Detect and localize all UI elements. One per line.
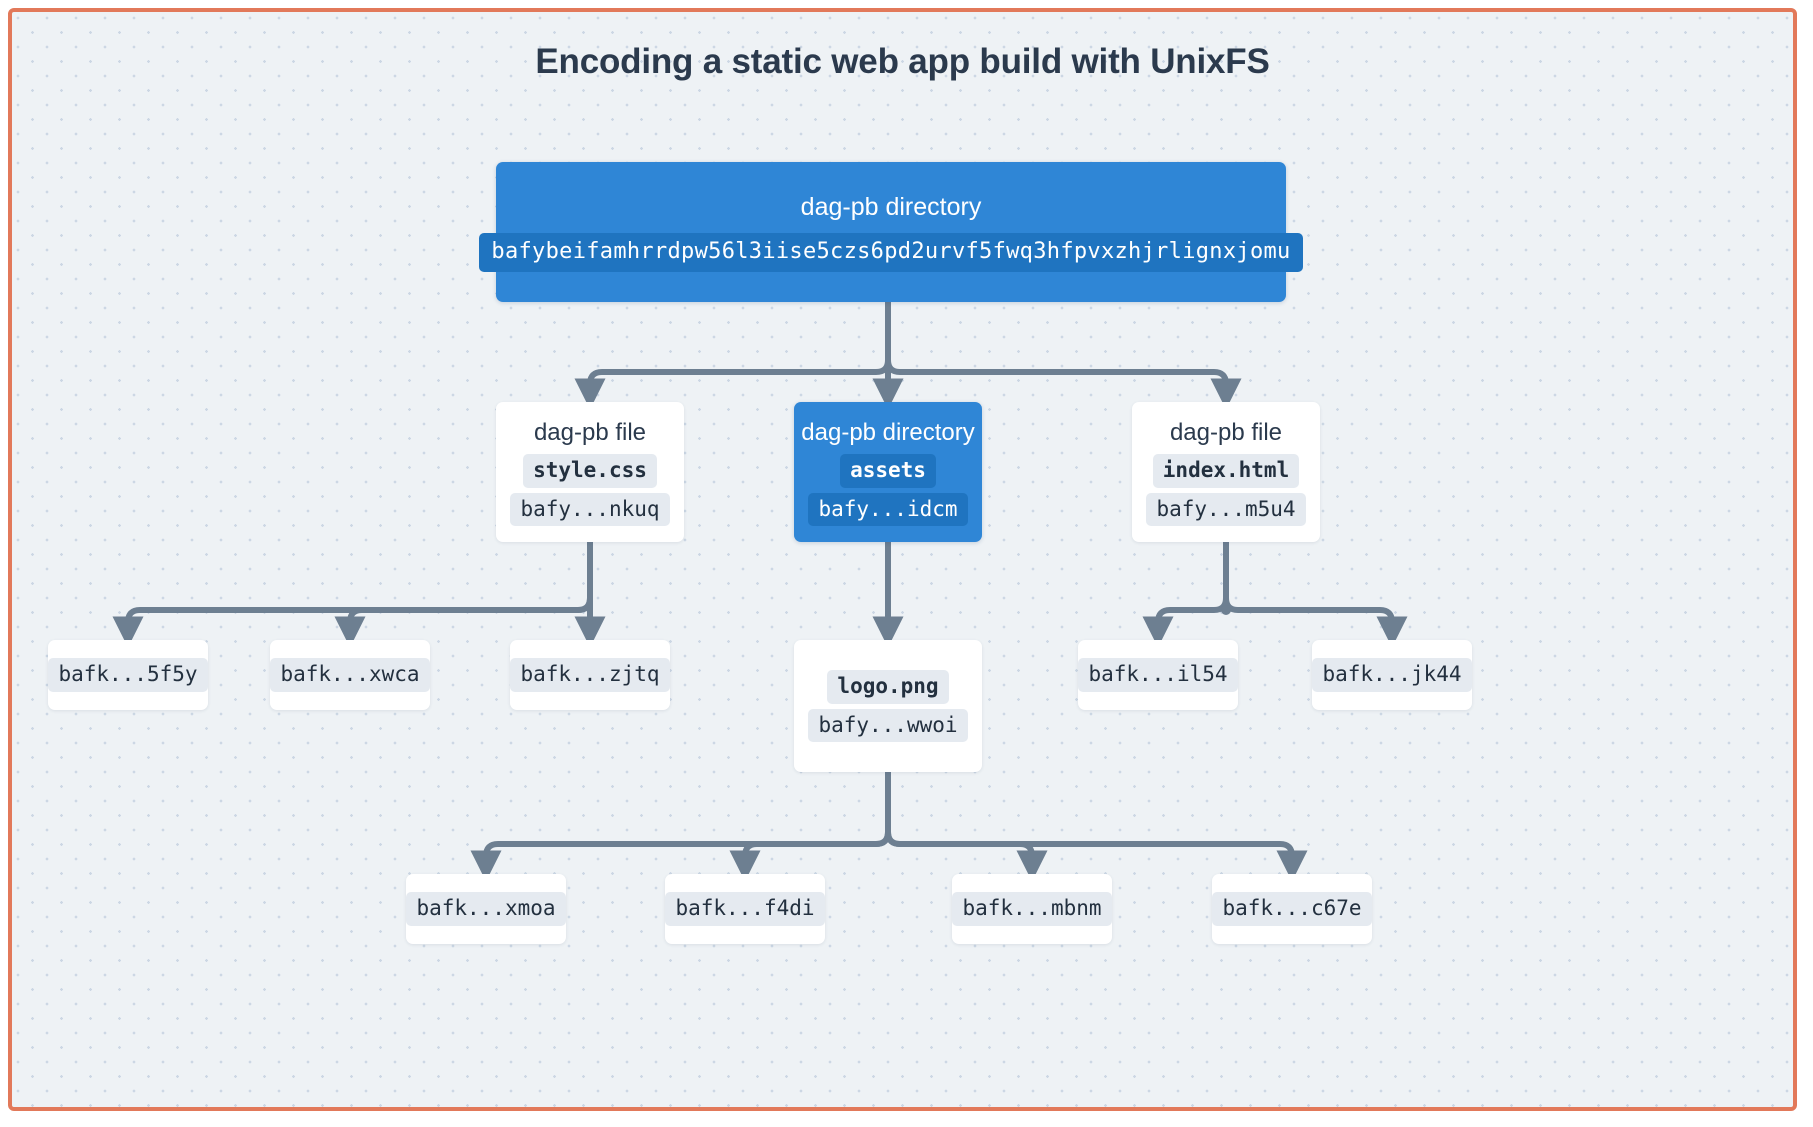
node-cid: bafk...xmoa — [406, 892, 566, 926]
node-kind-label: dag-pb file — [533, 419, 647, 447]
node-block[interactable]: bafk...mbnm — [952, 874, 1112, 944]
node-cid: bafy...m5u4 — [1146, 492, 1306, 526]
node-cid: bafy...nkuq — [510, 492, 670, 526]
page-title: Encoding a static web app build with Uni… — [535, 42, 1270, 81]
node-logo-png[interactable]: logo.png bafy...wwoi — [794, 640, 982, 772]
node-block[interactable]: bafk...f4di — [665, 874, 825, 944]
edge-index-to-block-2 — [1223, 539, 1408, 648]
node-filename: style.css — [523, 454, 657, 488]
node-block[interactable]: bafk...il54 — [1078, 640, 1238, 710]
node-cid: bafybeifamhrrdpw56l3iise5czs6pd2urvf5fwq… — [479, 233, 1303, 272]
edge-junction-dots — [1221, 605, 1231, 615]
node-dirname: assets — [840, 454, 936, 488]
node-cid: bafk...f4di — [665, 892, 825, 926]
node-cid: bafk...zjtq — [510, 658, 670, 692]
node-kind-label: dag-pb directory — [800, 193, 982, 222]
node-filename: index.html — [1152, 454, 1300, 488]
edge-logo-to-block-2 — [729, 769, 891, 882]
edge-root-to-index — [885, 299, 1242, 410]
node-kind-label: dag-pb directory — [801, 419, 975, 447]
node-kind-label: dag-pb file — [1169, 419, 1283, 447]
node-cid: bafk...jk44 — [1312, 658, 1472, 692]
diagram-frame: Encoding a static web app build with Uni… — [8, 8, 1797, 1111]
node-block[interactable]: bafk...c67e — [1212, 874, 1372, 944]
node-block[interactable]: bafk...zjtq — [510, 640, 670, 710]
node-block[interactable]: bafk...jk44 — [1312, 640, 1472, 710]
edge-logo-to-block-3 — [885, 769, 1048, 882]
edge-style-to-block-2 — [334, 539, 593, 648]
node-block[interactable]: bafk...xmoa — [406, 874, 566, 944]
node-cid: bafk...c67e — [1212, 892, 1372, 926]
node-cid: bafk...5f5y — [48, 658, 208, 692]
node-style-css[interactable]: dag-pb file style.css bafy...nkuq — [496, 402, 684, 542]
node-block[interactable]: bafk...5f5y — [48, 640, 208, 710]
node-cid: bafy...idcm — [808, 492, 968, 526]
node-cid: bafk...mbnm — [952, 892, 1112, 926]
node-block[interactable]: bafk...xwca — [270, 640, 430, 710]
edge-logo-to-block-4 — [885, 769, 1308, 882]
node-cid: bafy...wwoi — [808, 708, 968, 742]
node-filename: logo.png — [827, 670, 949, 704]
node-index-html[interactable]: dag-pb file index.html bafy...m5u4 — [1132, 402, 1320, 542]
node-cid: bafk...xwca — [270, 658, 430, 692]
node-root-directory[interactable]: dag-pb directory bafybeifamhrrdpw56l3iis… — [479, 162, 1303, 302]
edge-index-to-block-1 — [1142, 539, 1229, 648]
node-cid: bafk...il54 — [1078, 658, 1238, 692]
edge-logo-to-block-1 — [470, 769, 891, 882]
edge-style-to-block-1 — [112, 539, 593, 648]
edge-root-to-style — [574, 299, 891, 410]
node-assets-directory[interactable]: dag-pb directory assets bafy...idcm — [794, 402, 982, 542]
